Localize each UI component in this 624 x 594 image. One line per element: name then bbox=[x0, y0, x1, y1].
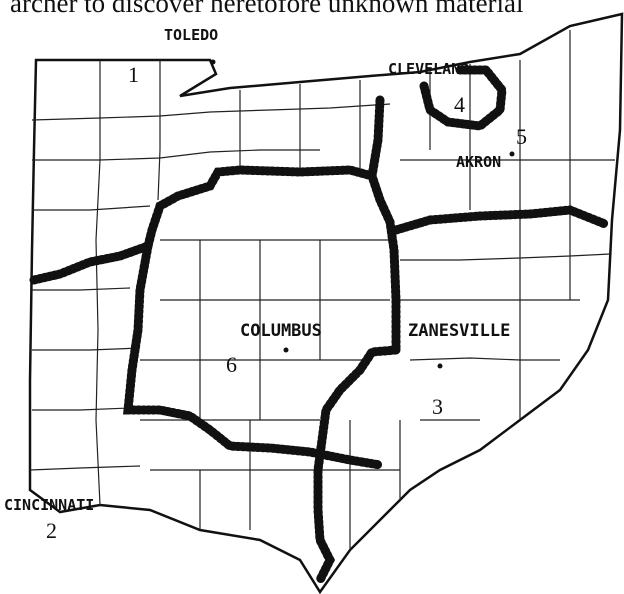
region-number-1: 1 bbox=[128, 62, 139, 87]
region-number-6: 6 bbox=[226, 352, 237, 377]
city-dot-akron bbox=[509, 151, 515, 157]
city-dot-zanesville bbox=[437, 363, 443, 369]
city-dot-toledo bbox=[210, 59, 216, 65]
city-label-toledo: TOLEDO bbox=[164, 26, 218, 44]
region-number-2: 2 bbox=[46, 518, 57, 543]
city-label-cincinnati: CINCINNATI bbox=[4, 496, 94, 514]
city-label-akron: AKRON bbox=[456, 153, 501, 171]
region-boundaries bbox=[29, 65, 610, 585]
city-label-cleveland: CLEVELAND bbox=[388, 60, 469, 78]
region-number-3: 3 bbox=[432, 394, 443, 419]
city-dot-columbus bbox=[283, 347, 289, 353]
region-number-5: 5 bbox=[516, 124, 527, 149]
region-number-4: 4 bbox=[454, 92, 465, 117]
header-text: archer to discover heretofore unknown ma… bbox=[10, 0, 524, 18]
city-label-zanesville: ZANESVILLE bbox=[408, 321, 510, 341]
city-label-columbus: COLUMBUS bbox=[240, 321, 322, 341]
county-lines bbox=[29, 30, 615, 550]
state-outline bbox=[28, 12, 624, 594]
